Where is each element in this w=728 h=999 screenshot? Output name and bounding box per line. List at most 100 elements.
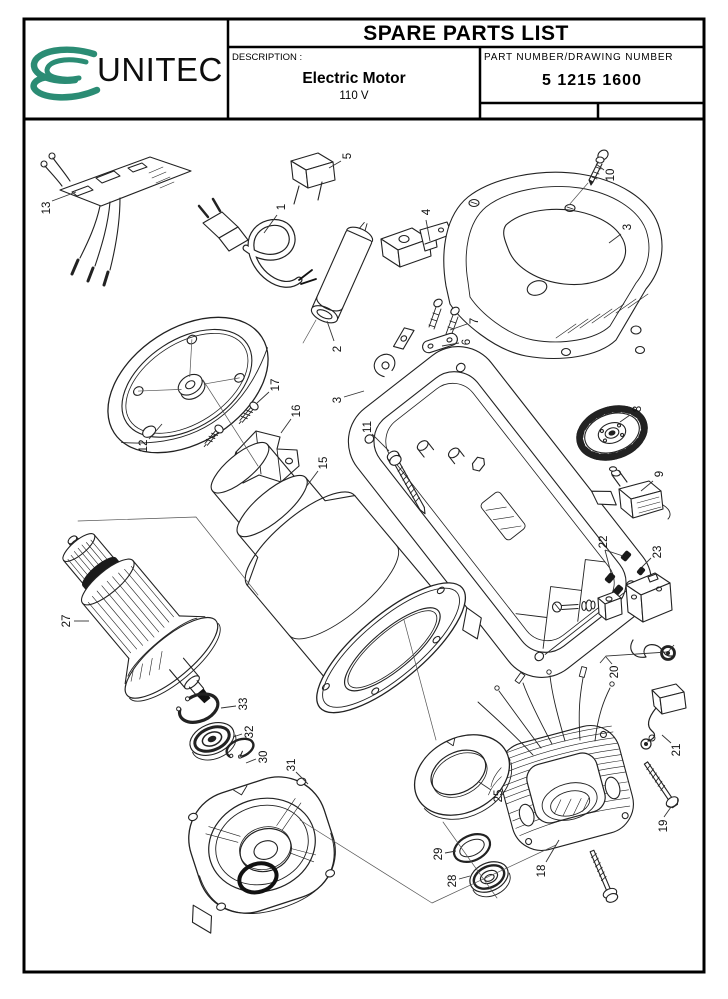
part-label-4: 4 — [421, 208, 433, 215]
end-shield-drawing — [187, 776, 336, 934]
part-label-12: 12 — [138, 440, 150, 453]
leader-line-3 — [608, 233, 622, 244]
screws-7-drawing — [428, 298, 460, 337]
leader-line-22 — [604, 549, 624, 557]
part-label-20: 20 — [609, 666, 621, 679]
part-label-33: 33 — [238, 698, 250, 711]
part-label-22: 22 — [598, 536, 610, 549]
carbon-brush-drawing — [640, 683, 687, 750]
leader-line-7 — [449, 323, 468, 331]
part-number-value: 5 1215 1600 — [542, 72, 642, 89]
title-block-frame — [22, 17, 706, 974]
leader-line-5 — [328, 160, 342, 169]
stator-bolt-a-drawing — [643, 761, 679, 809]
leader-line-20 — [605, 656, 613, 665]
part-label-23: 23 — [652, 546, 664, 559]
leader-line-31 — [295, 771, 309, 785]
part-label-31: 31 — [286, 759, 298, 772]
part-callouts-layer: 1233456789101112131516171819202122232527… — [41, 153, 683, 888]
fan-wheel-drawing — [576, 405, 648, 461]
stator-bolt-b-drawing — [589, 849, 619, 903]
part-label-18: 18 — [536, 865, 548, 878]
leader-line-29 — [444, 850, 457, 854]
screw-10-drawing — [588, 149, 609, 186]
leader-line-11 — [371, 433, 390, 452]
part-label-7: 7 — [469, 318, 481, 324]
circuit-board-drawing — [40, 152, 192, 287]
voltage-value: 110 V — [339, 90, 369, 102]
part-label-3: 3 — [332, 397, 344, 403]
part-label-10: 10 — [605, 169, 617, 182]
o-ring-drawing — [452, 833, 492, 863]
handle-cover-drawing — [443, 171, 663, 359]
leader-line-21 — [661, 734, 672, 744]
part-label-27: 27 — [61, 615, 73, 628]
stator-wires-drawing — [477, 666, 615, 756]
leader-line-8 — [619, 414, 631, 423]
terminal-link-drawing — [422, 332, 458, 354]
leader-line-19 — [663, 806, 672, 818]
part-label-5: 5 — [342, 153, 354, 159]
bearing-32-drawing — [189, 722, 237, 761]
part-label-15: 15 — [318, 457, 330, 470]
leader-line-3 — [343, 390, 365, 398]
part-label-21: 21 — [671, 744, 683, 757]
leader-line-2 — [326, 320, 335, 342]
leader-line-12 — [148, 423, 163, 440]
micro-switch-drawing — [608, 466, 671, 520]
description-value: Electric Motor — [302, 70, 405, 87]
part-label-9: 9 — [654, 471, 666, 477]
armature-drawing — [62, 533, 221, 704]
part-label-8: 8 — [632, 406, 644, 412]
motor-frame-drawing — [347, 327, 653, 678]
part-label-29: 29 — [433, 848, 445, 861]
switch-block-drawing — [380, 221, 453, 268]
construction-lines — [77, 182, 589, 904]
capacitor-drawing — [290, 152, 336, 205]
description-label: DESCRIPTION : — [232, 52, 302, 63]
part-label-11: 11 — [362, 421, 374, 433]
leader-line-10 — [595, 163, 605, 171]
exploded-view-drawing — [40, 149, 687, 934]
part-label-25: 25 — [493, 790, 505, 803]
leader-line-6 — [441, 342, 460, 347]
part-label-1: 1 — [276, 204, 288, 210]
screw-12-drawing — [203, 424, 224, 448]
part-label-17: 17 — [270, 379, 282, 392]
power-cord-drawing — [197, 197, 317, 288]
part-label-13: 13 — [41, 202, 53, 215]
leader-line-23 — [641, 557, 652, 568]
part-label-6: 6 — [461, 339, 473, 345]
leader-line-13 — [51, 191, 77, 202]
part-label-30: 30 — [258, 751, 270, 764]
part-label-32: 32 — [244, 726, 256, 739]
part-label-16: 16 — [291, 405, 303, 418]
leader-line-20 — [599, 644, 675, 664]
screw-17-drawing — [238, 401, 259, 425]
leader-line-16 — [280, 418, 292, 434]
leader-line-28 — [458, 875, 471, 880]
part-label-3: 3 — [622, 224, 634, 230]
cs-monogram-icon — [30, 46, 101, 101]
leader-line-4 — [425, 219, 431, 242]
snap-ring-33-drawing — [176, 692, 220, 724]
snap-ring-30-drawing — [225, 737, 255, 759]
sheet-title: SPARE PARTS LIST — [363, 22, 569, 45]
leader-line-9 — [640, 480, 654, 492]
leader-line-18 — [545, 839, 560, 863]
long-screw-11-drawing — [386, 450, 426, 515]
leader-line-1 — [263, 214, 278, 234]
leader-line-32 — [232, 733, 243, 738]
leader-line-17 — [256, 391, 270, 404]
leader-line-33 — [220, 705, 237, 709]
leader-line-25 — [478, 781, 492, 791]
leader-line-22 — [604, 549, 612, 574]
part-number-label: PART NUMBER/DRAWING NUMBER — [484, 52, 673, 63]
field-tube-drawing — [310, 222, 374, 324]
leader-line-30 — [245, 758, 257, 764]
brand-wordmark: UNITEC — [97, 51, 223, 88]
leader-line-15 — [305, 470, 319, 488]
stator-drawing — [495, 725, 634, 851]
